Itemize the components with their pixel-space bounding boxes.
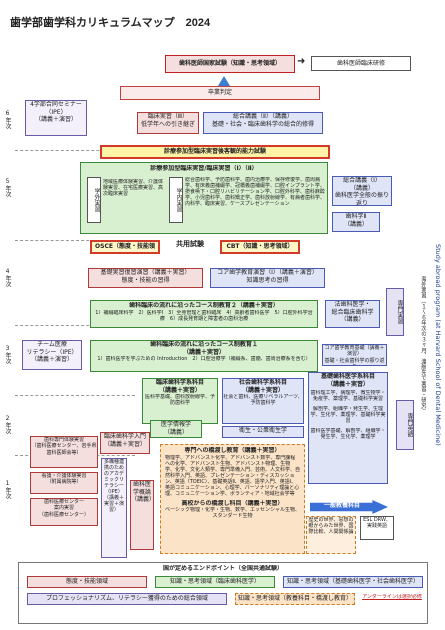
legend-attitude: 態度・技能領域 <box>27 576 147 588</box>
on-campus-label: 学内実習 <box>169 177 183 223</box>
legend-underline-note: アンダーラインは選択必修 <box>362 594 422 600</box>
basic-practice-review-box: 基礎実習復習演習（講義＋実習） 態度・技能の習得 <box>88 268 203 288</box>
core-dental-review-box: コア歯学教育演習（Ⅰ）（講義＋演習） 知識思考の習得 <box>210 268 325 288</box>
arrow-right-icon: ➜ <box>297 56 306 67</box>
general-lecture-2-box: 総合講義（Ⅱ）（講義） 基礎・社会・臨床歯科学の総合的修得 <box>203 112 323 134</box>
highschool-bridge-detail: ベーシック物理・化学・生物、数学、エッセンシャル生物、スタンダード生物 <box>165 507 300 519</box>
core-dental-basic-box: コア歯学教育基礎（講義＋演習） 基礎・社会歯科学の振り返り <box>322 344 387 366</box>
clinical-practice-3-box: 臨床実習（Ⅲ） 低学年への引き継ぎ <box>137 112 199 134</box>
year-divider <box>15 150 135 151</box>
bridge-education-title: 専門への橋渡し教育（講義＋実習） <box>184 447 281 454</box>
ipe-seminar-box: 4学部合同セミナー （IPE） （講義＋演習） <box>25 100 87 136</box>
specialized-practice-box: 専門実習 <box>386 288 404 336</box>
year-divider <box>15 325 135 326</box>
bridge-education-box: 専門への橋渡し教育（講義＋実習） 物理学、アドバンスト化学、アドバンスト数学、専… <box>160 444 305 554</box>
general-education-detail: 歴史の世界、思想の眼からみた世界、国際比較、人間関係論 <box>306 516 356 554</box>
year-1-label: 1年次 <box>4 480 11 499</box>
national-exam-box: 歯科医師国家試験（知識・思考領域） <box>165 55 295 73</box>
harvard-program-label: Study abroad program (at Harvard School … <box>434 244 442 446</box>
study-abroad-label: 海外実習（１〜６年次の３ヶ月、渡航先で実習・研究） <box>420 276 426 414</box>
public-health-box: 衛生・公衆衛生学 <box>222 426 304 438</box>
social-dental-courses-title: 社会歯科学系科目 （講義＋実習） <box>238 379 287 394</box>
year-2-label: 2年次 <box>4 415 11 434</box>
highschool-bridge-title: 高校からの橋渡し科目（講義＋実習） <box>181 499 284 507</box>
clinical-dental-courses-detail: 医科学基礎、歯科放射線学、予防歯科学 <box>144 394 215 406</box>
clinical-practice-heading: 診療参加型臨床実習/臨床実習（Ⅰ）（Ⅱ） <box>150 165 258 172</box>
year-divider <box>15 395 135 396</box>
nursing-practice-box: 看護・介護体験実習 （附属病院等） <box>30 472 98 494</box>
special-english-box: 専門英語 <box>396 400 414 450</box>
course-education-1-title: 歯科臨床の流れに沿ったコース制教育１ （講義＋実習） <box>150 341 258 356</box>
clinical-dental-courses-title: 臨床歯科学系科目 （講義＋実習） <box>155 379 204 394</box>
legend-clinical-knowledge: 知識・思考領域（臨床歯科医学） <box>155 576 275 588</box>
dental-science-2-box: 歯科学Ⅱ （講義） <box>332 212 380 232</box>
dental-overview-box: 歯科医学概論 （講義） <box>130 480 154 550</box>
general-education-label: 一般教養科目 <box>323 502 360 509</box>
year-3-label: 3年次 <box>4 345 11 364</box>
year-4-label: 4年次 <box>4 268 11 287</box>
legend-heading: 国が定めるエンドポイント（全国共通試験） <box>162 565 283 572</box>
cbt-box: CBT（知識・思考領域） <box>220 240 300 254</box>
basic-dental-courses-detail-1: 歯科医学基礎、解剖学、組織学・発生学、生化学、薬理学 <box>310 428 386 440</box>
basic-dental-courses-title: 基礎歯科医学系科目 （講義＋実習） <box>320 373 375 388</box>
esl-box: ESL DRW、実践英語 <box>360 516 394 540</box>
post-clinical-exam-bar: 診療参加型臨床実習後客観的能力試験 <box>100 145 330 159</box>
course-education-2-title: 歯科臨床の流れに沿ったコース制教育２（講義＋実習） <box>129 302 279 309</box>
common-exam-label: 共用試験 <box>176 240 204 248</box>
course-education-2-box: 歯科臨床の流れに沿ったコース制教育２（講義＋実習） 1）補綴臨床科学 2）医科学… <box>90 300 318 328</box>
clinical-practice-area: 診療参加型臨床実習/臨床実習（Ⅰ）（Ⅱ） 学外実習 地域医療体験実習、介護体験実… <box>80 162 328 234</box>
bridge-education-detail: 物理学、アドバンスト化学、アドバンスト数学、専門課程への化学、アドバンスト生物、… <box>165 454 301 497</box>
medical-informatics-box: 医学情報学 （講義） <box>150 420 202 438</box>
basic-dental-courses-detail-3: 歯科理工学、病理学、微生物学・免疫学、薬理学、基礎科学実習 <box>310 390 386 402</box>
team-ipe-box: チーム医療 リテラシー（IPE） （講義＋演習） <box>22 340 82 370</box>
legend-liberal-arts: 知識・思考領域（教養科目・橋渡し教育） <box>235 593 355 605</box>
forensic-dentistry-box: 法歯科医学・ 総合臨床歯科学 （講義） <box>325 300 380 328</box>
off-campus-detail: 地域医療体験実習、介護体験実習、在宅医療実習、高次臨床実習 <box>103 179 163 197</box>
page-title: 歯学部歯学科カリキュラムマップ 2024 <box>10 17 211 29</box>
dental-specialty-practice-box: 歯科専門体験実習 （歯科医療センター、岩手県歯科医師会等） <box>30 436 98 468</box>
clinical-dental-intro-box: 臨床歯科学入門 （講義＋実習） <box>100 432 150 454</box>
arrow-up-icon <box>218 76 230 86</box>
basic-dental-courses-box: 基礎歯科医学系科目 （講義＋実習） 歯科理工学、病理学、微生物学・免疫学、薬理学… <box>308 372 388 484</box>
basic-dental-courses-detail-2: 解剖学、組織学・発生学、生理学、生化学、薬理学、基礎科学実習 <box>310 406 386 424</box>
off-campus-label: 学外実習 <box>87 177 101 223</box>
social-dental-courses-detail: 社会と歯科、医療リベラルアーツ、予防歯科学 <box>223 394 303 406</box>
clinical-training-box: 歯科医師臨床研修 <box>311 56 411 71</box>
legend-basic-knowledge: 知識・思考領域（基礎歯科医学・社会歯科医学） <box>283 576 423 588</box>
legend: 国が定めるエンドポイント（全国共通試験） 態度・技能領域 知識・思考領域（臨床歯… <box>18 562 428 624</box>
year-5-label: 5年次 <box>4 178 11 197</box>
general-education-arrow <box>310 500 388 514</box>
osce-box: OSCE（態度・技能領域） <box>90 240 160 254</box>
multi-profession-literacy-box: 多職種連携のためのアカデミックリテラシー（IPE） （講義＋実習＋演習） <box>101 458 127 558</box>
on-campus-detail: 総合歯科学、予防歯科学、歯内治療学、保存修復学、歯周病学、有床義歯補綴学、冠橋義… <box>185 177 325 207</box>
year-6-label: 6年次 <box>4 110 11 129</box>
year-divider <box>15 240 135 241</box>
course-education-2-detail: 1）補綴臨床科学 2）医科学Ⅰ 3）全身管理と歯科臨床 4）高齢者歯科医学 5）… <box>95 309 313 322</box>
course-education-1-box: 歯科臨床の流れに沿ったコース制教育１ （講義＋実習） 1）歯科医学を学ぶための … <box>90 340 318 372</box>
general-lecture-1-box: 総合講義（Ⅰ） （講義） 歯科医学全般の振り返り <box>332 176 392 206</box>
course-education-1-detail: 1）歯科医学を学ぶための Introduction 2）口腔治療学（補綴系、歯髄… <box>97 356 311 362</box>
hospital-guide-practice-box: 歯科医療センター 案内実習 （歯科医療センター） <box>30 498 98 526</box>
clinical-dental-courses-box: 臨床歯科学系科目 （講義＋実習） 医科学基礎、歯科放射線学、予防歯科学 <box>142 378 218 424</box>
graduation-box: 卒業判定 <box>120 86 320 100</box>
legend-professionalism: プロフェッショナリズム、リテラシー獲得のための総合領域 <box>27 593 227 605</box>
social-dental-courses-box: 社会歯科学系科目 （講義＋実習） 社会と歯科、医療リベラルアーツ、予防歯科学 <box>222 378 304 424</box>
